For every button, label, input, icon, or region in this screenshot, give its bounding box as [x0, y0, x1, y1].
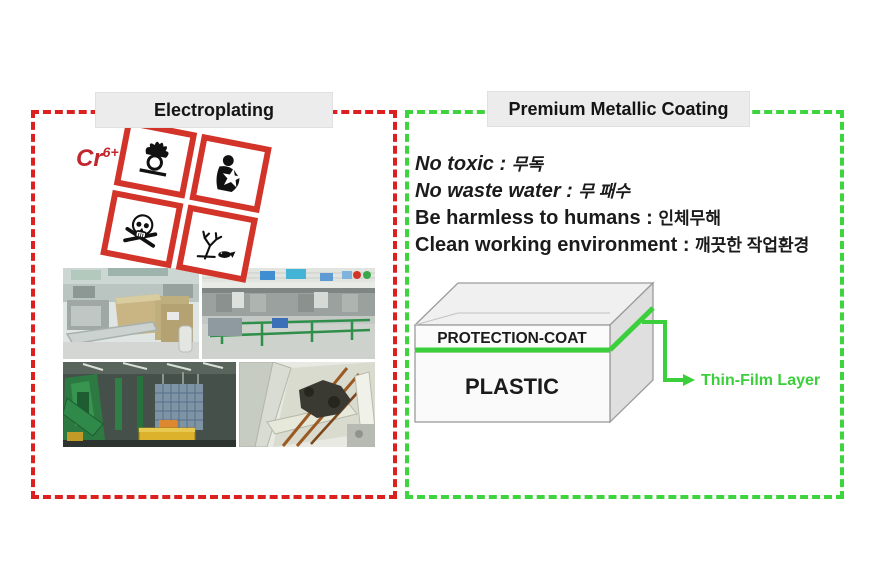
benefit-sep: :	[493, 153, 512, 175]
pictogram-toxic	[100, 189, 184, 269]
benefit-en: No waste water	[415, 180, 561, 202]
chem-base: Cr	[76, 145, 103, 172]
premium-coating-title: Premium Metallic Coating	[487, 91, 750, 127]
benefit-no-toxic: No toxic : 무독	[415, 151, 809, 178]
benefit-ko: 인체무해	[658, 209, 721, 228]
hazard-pictogram-cluster	[100, 119, 272, 283]
chem-superscript: 6+	[102, 144, 119, 160]
coating-layer-diagram: PROTECTION-COAT PLASTIC Thin-Film Layer	[413, 281, 820, 424]
plastic-face	[414, 351, 611, 423]
benefit-clean-environment: Clean working environment : 깨끗한 작업환경	[415, 232, 809, 259]
protection-coat-face	[414, 324, 611, 351]
green-machinery-hall-photo	[63, 362, 236, 447]
benefit-en: Clean working environment	[415, 234, 678, 256]
plastic-label: PLASTIC	[465, 374, 559, 399]
plating-line-photo	[202, 268, 375, 359]
benefit-sep: :	[560, 180, 579, 202]
flame-over-circle-icon	[139, 141, 169, 177]
protection-coat-label: PROTECTION-COAT	[437, 330, 587, 347]
callout-arrow-head	[683, 374, 695, 386]
pictogram-oxidizer	[113, 119, 197, 199]
benefit-ko: 깨끗한 작업환경	[695, 236, 810, 255]
plating-bath-rods-photo	[239, 362, 375, 447]
electroplating-title: Electroplating	[95, 92, 333, 128]
health-hazard-icon	[216, 155, 243, 193]
benefit-en: Be harmless to humans	[415, 207, 641, 229]
thin-film-layer-label: Thin-Film Layer	[701, 372, 820, 389]
pictogram-health-hazard	[188, 133, 272, 213]
benefit-no-waste-water: No waste water : 무 패수	[415, 178, 809, 205]
thin-film-stripe-side	[608, 306, 655, 352]
callout-arrow-line	[642, 320, 683, 382]
electroplating-tank-room-photo	[63, 268, 199, 359]
benefit-list: No toxic : 무독 No waste water : 무 패수 Be h…	[415, 151, 809, 259]
benefit-ko: 무 패수	[578, 182, 631, 201]
benefit-sep: :	[640, 207, 659, 229]
skull-crossbones-icon	[122, 213, 158, 248]
pictogram-environment	[175, 203, 259, 283]
benefit-ko: 무독	[511, 155, 543, 174]
benefit-en: No toxic	[415, 153, 494, 175]
dead-tree-fish-icon	[196, 230, 236, 260]
benefit-harmless: Be harmless to humans : 인체무해	[415, 205, 809, 232]
benefit-sep: :	[677, 234, 696, 256]
chromium-6-label: Cr6+	[76, 144, 119, 173]
coat-slab-edge	[414, 312, 610, 326]
